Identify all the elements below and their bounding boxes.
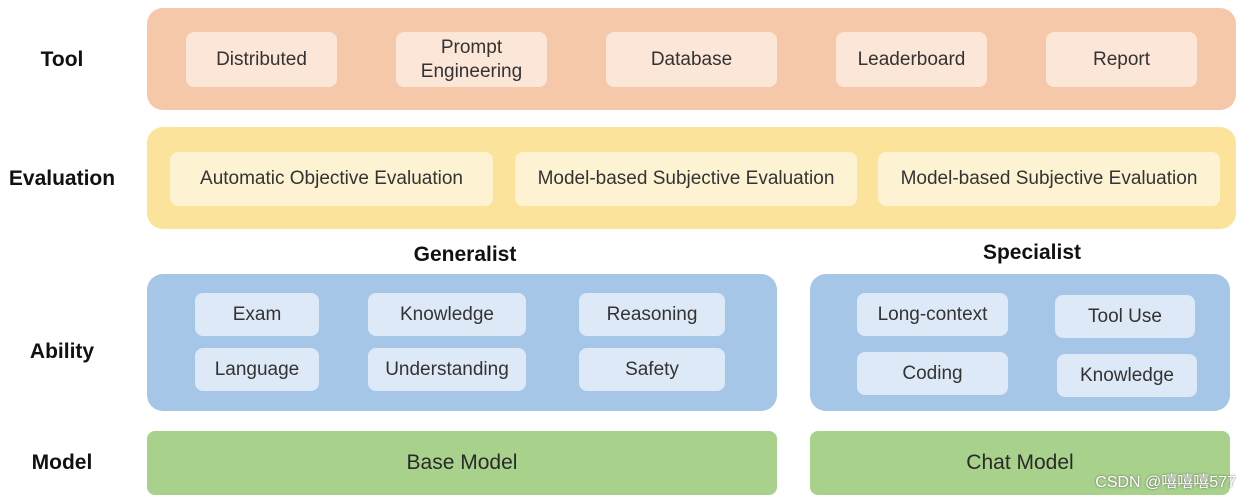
generalist-item-exam: Exam <box>195 293 319 336</box>
tool-item-leaderboard: Leaderboard <box>836 32 987 87</box>
specialist-item-long-context: Long-context <box>857 293 1008 336</box>
row-label-ability: Ability <box>29 340 95 363</box>
generalist-item-language: Language <box>195 348 319 391</box>
generalist-title: Generalist <box>413 243 517 266</box>
tool-item-database: Database <box>606 32 777 87</box>
tool-item-report: Report <box>1046 32 1197 87</box>
generalist-item-knowledge: Knowledge <box>368 293 526 336</box>
generalist-item-reasoning: Reasoning <box>579 293 725 336</box>
tool-item-distributed: Distributed <box>186 32 337 87</box>
base-model-block: Base Model <box>147 431 777 495</box>
evaluation-item-automatic-objective: Automatic Objective Evaluation <box>170 152 493 206</box>
specialist-item-tool-use: Tool Use <box>1055 295 1195 338</box>
specialist-item-coding: Coding <box>857 352 1008 395</box>
tool-item-prompt-engineering: Prompt Engineering <box>396 32 547 87</box>
generalist-item-safety: Safety <box>579 348 725 391</box>
specialist-item-knowledge: Knowledge <box>1057 354 1197 397</box>
evaluation-item-model-based-subjective-2: Model-based Subjective Evaluation <box>878 152 1220 206</box>
row-label-model: Model <box>31 451 93 474</box>
evaluation-item-model-based-subjective-1: Model-based Subjective Evaluation <box>515 152 857 206</box>
row-label-evaluation: Evaluation <box>8 167 116 190</box>
watermark: CSDN @嘻嘻嘻577 <box>1095 474 1236 491</box>
row-label-tool: Tool <box>40 48 84 71</box>
chat-model-block: Chat Model <box>810 431 1230 495</box>
specialist-title: Specialist <box>982 241 1082 264</box>
generalist-item-understanding: Understanding <box>368 348 526 391</box>
